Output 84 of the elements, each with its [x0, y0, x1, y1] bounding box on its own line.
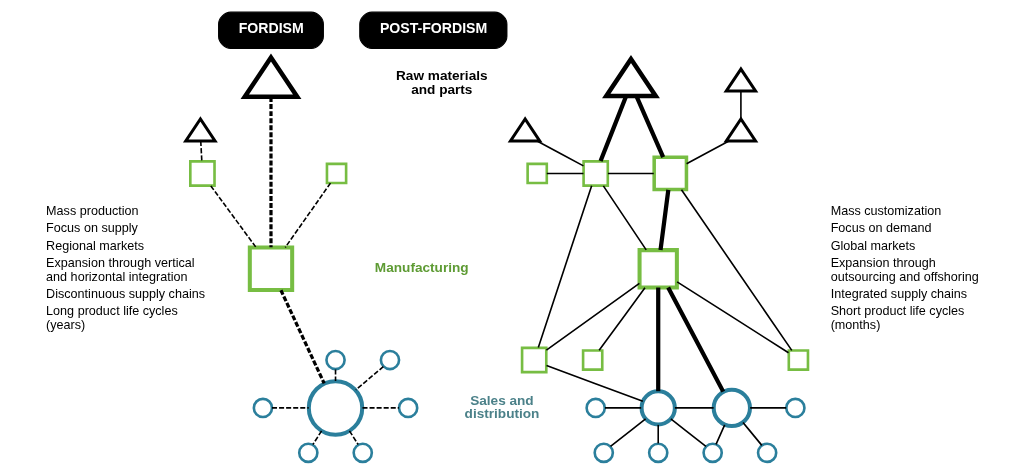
label: Manufacturing: [374, 259, 469, 275]
connector: [740, 90, 742, 120]
node-square: [652, 155, 689, 192]
connector: [715, 424, 726, 446]
connector: [609, 418, 647, 448]
connector: [602, 185, 647, 251]
node-square: [189, 160, 216, 187]
node-circle: [306, 379, 365, 437]
connector: [210, 185, 257, 249]
node-square: [247, 245, 295, 292]
node-square: [520, 346, 548, 374]
node-triangle: [182, 116, 218, 143]
node-square: [526, 162, 549, 185]
node-circle: [379, 349, 401, 371]
node-triangle: [507, 116, 543, 143]
connector: [348, 430, 359, 446]
label: Expansion through vertical and horizontal integration: [46, 255, 195, 284]
connector: [674, 407, 715, 409]
label: Expansion through outsourcing and offshoring: [830, 255, 979, 284]
label: Global markets: [830, 238, 916, 253]
connector: [545, 364, 644, 403]
connector: [685, 140, 730, 165]
label: Sales and distribution: [464, 392, 540, 422]
connector: [361, 407, 400, 409]
node-circle: [585, 397, 607, 419]
connector: [536, 140, 585, 167]
node-triangle: [723, 66, 759, 93]
connector: [676, 281, 790, 354]
node-square: [637, 248, 679, 290]
label: Mass production: [46, 204, 139, 219]
connector: [607, 172, 655, 175]
connector: [537, 184, 593, 349]
connector: [269, 97, 273, 248]
connector: [634, 95, 666, 158]
connector: [598, 95, 629, 162]
label: Short product life cycles (months): [830, 304, 965, 333]
node-circle: [702, 442, 724, 464]
connector: [284, 182, 332, 249]
connector: [666, 286, 726, 393]
node-square: [581, 349, 604, 371]
node-circle: [297, 442, 319, 464]
connector: [598, 287, 646, 351]
node-circle: [647, 442, 669, 464]
node-circle: [756, 442, 778, 464]
connector: [199, 140, 203, 162]
node-circle: [639, 389, 677, 427]
label: Integrated supply chains: [830, 287, 968, 302]
connector: [312, 430, 323, 446]
connector: [656, 287, 661, 392]
connector: [271, 407, 310, 409]
connector: [546, 172, 585, 175]
node-triangle: [240, 53, 302, 100]
connector: [545, 282, 641, 351]
connector: [680, 188, 793, 352]
label: Focus on supply: [46, 221, 138, 236]
label: Regional markets: [46, 238, 145, 253]
node-circle: [352, 442, 374, 464]
connector: [334, 368, 337, 382]
node-triangle: [602, 54, 660, 99]
node-square: [787, 349, 810, 371]
connector: [604, 407, 642, 409]
label: Focus on demand: [830, 221, 932, 236]
label: Mass customization: [830, 204, 942, 219]
connector: [355, 365, 385, 391]
node-circle: [785, 397, 806, 419]
connector: [658, 189, 671, 251]
node-circle: [252, 397, 274, 419]
node-box: FORDISM: [218, 11, 324, 49]
node-box: POST-FORDISM: [359, 11, 508, 49]
node-circle: [397, 397, 419, 419]
node-triangle: [723, 116, 759, 143]
label: Long product life cycles (years): [46, 304, 178, 333]
connector: [742, 421, 763, 447]
node-circle: [325, 349, 346, 371]
label: Discontinuous supply chains: [46, 287, 206, 302]
connector: [670, 418, 707, 448]
node-circle: [593, 442, 615, 464]
node-square: [582, 160, 610, 187]
connector: [657, 424, 660, 445]
label: Raw materials and parts: [396, 68, 488, 98]
node-square: [325, 162, 348, 185]
connector: [279, 289, 326, 385]
connector: [749, 407, 787, 409]
node-circle: [711, 387, 752, 429]
